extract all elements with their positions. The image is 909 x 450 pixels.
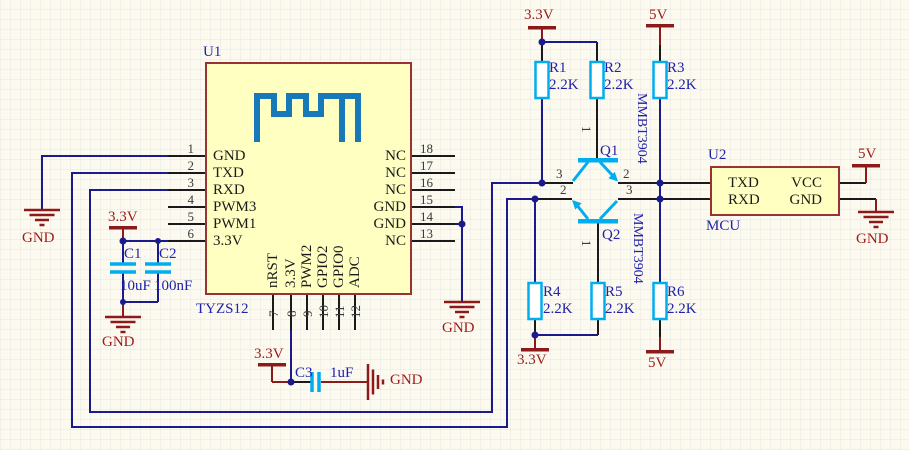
power-label-33v-c3: 3.3V <box>254 346 284 362</box>
u1-pin-name-nc17: NC <box>385 165 406 181</box>
u2-pin-name-vcc: VCC <box>791 175 822 191</box>
u1-pin-name-rxd: RXD <box>213 182 245 198</box>
q2-pin-number-left: 2 <box>560 182 567 197</box>
u1-pin-name-pwm2: PWM2 <box>299 244 315 288</box>
c1-designator: C1 <box>124 246 142 262</box>
c1-value: 10uF <box>120 278 151 294</box>
u1-pin-name-pwm3: PWM3 <box>213 199 257 215</box>
u1-pin-name-gnd14: GND <box>373 216 407 232</box>
u1-pin-number-7: 7 <box>266 310 281 318</box>
u1-part-number: TYZS12 <box>196 301 249 317</box>
gnd-label-u2: GND <box>856 231 889 247</box>
q1-pin-number-base: 1 <box>579 126 594 133</box>
u1-pin-number-14: 14 <box>420 209 433 224</box>
capacitor-plates <box>110 262 321 392</box>
q1-part-number: MMBT3904 <box>634 93 649 164</box>
u1-pin-name-gpio2: GPIO2 <box>315 245 331 288</box>
u1-pin-number-8: 8 <box>284 310 299 318</box>
gnd-label-c3: GND <box>390 372 423 388</box>
u1-pin-number-9: 9 <box>300 310 315 318</box>
power-label-5v-bottom: 5V <box>648 355 667 371</box>
power-label-33v-bottom: 3.3V <box>517 352 547 368</box>
u1-designator: U1 <box>203 44 222 60</box>
u1-pin-name-gnd15: GND <box>373 199 407 215</box>
q1-pin-number-left: 3 <box>556 166 563 181</box>
u1-pin-number-3: 3 <box>187 175 195 190</box>
u1-pin-number-4: 4 <box>187 192 195 207</box>
antenna-icon <box>254 93 361 142</box>
u1-pin-number-11: 11 <box>332 305 347 318</box>
r3-designator: R3 <box>667 60 685 76</box>
gnd-label-c1: GND <box>102 334 135 350</box>
u2-part-number: MCU <box>706 218 741 234</box>
gnd-label-left: GND <box>22 230 55 246</box>
u1-pin-number-6: 6 <box>187 226 195 241</box>
u2-pin-name-gnd: GND <box>789 192 823 208</box>
u1-pin-name-gnd: GND <box>213 148 246 164</box>
r2-designator: R2 <box>604 60 622 76</box>
pin-stubs <box>168 42 876 383</box>
power-label-5v-top: 5V <box>649 7 668 23</box>
u1-pin-name-nrst: nRST <box>265 252 281 288</box>
r3-value: 2.2K <box>667 77 697 93</box>
u1-pin-number-2: 2 <box>187 158 195 173</box>
u1-pin-number-18: 18 <box>420 141 433 156</box>
transistor-q1-symbol <box>571 158 618 182</box>
c3-value: 1uF <box>330 365 354 381</box>
c2-value: 100nF <box>154 278 193 294</box>
r6-designator: R6 <box>667 284 685 300</box>
q2-pin-number-right: 3 <box>626 182 633 197</box>
power-bar-symbols <box>109 24 880 367</box>
transistor-q2-symbol <box>572 199 619 224</box>
u1-pin-name-adc: ADC <box>347 256 363 288</box>
r1-value: 2.2K <box>549 77 579 93</box>
u2-pin-name-rxd: RXD <box>728 192 760 208</box>
q1-pin-number-right: 2 <box>623 166 630 181</box>
q2-part-number: MMBT3904 <box>630 213 645 284</box>
u1-pin-number-10: 10 <box>316 305 331 318</box>
u1-pin-number-1: 1 <box>187 141 195 156</box>
r5-designator: R5 <box>605 284 623 300</box>
gnd-label-u1: GND <box>442 320 475 336</box>
r2-value: 2.2K <box>604 77 634 93</box>
c2-designator: C2 <box>159 246 177 262</box>
u2-designator: U2 <box>708 147 727 163</box>
q2-designator: Q2 <box>602 227 621 243</box>
u1-pin-name-33v: 3.3V <box>213 233 243 249</box>
u1-pin-number-16: 16 <box>420 175 433 190</box>
q1-designator: Q1 <box>600 143 619 159</box>
u1-pin-number-12: 12 <box>348 305 363 318</box>
u1-pin-number-5: 5 <box>187 209 195 224</box>
c3-designator: C3 <box>295 365 313 381</box>
r1-designator: R1 <box>549 60 567 76</box>
junction-dots <box>119 38 664 386</box>
u1-pin-name-nc13: NC <box>385 233 406 249</box>
u1-pin-name-nc18: NC <box>385 148 406 164</box>
u2-pin-name-txd: TXD <box>728 175 759 191</box>
power-label-33v-top: 3.3V <box>524 7 554 23</box>
u2-ic-body <box>710 166 840 216</box>
r6-value: 2.2K <box>667 301 697 317</box>
q2-pin-number-base: 1 <box>579 240 594 247</box>
u1-pin-name-gpio0: GPIO0 <box>331 245 347 288</box>
gnd-symbols <box>24 208 894 400</box>
u1-pin-name-txd: TXD <box>213 165 244 181</box>
u1-pin-number-13: 13 <box>420 226 433 241</box>
r4-value: 2.2K <box>543 301 573 317</box>
u1-pin-name-nc16: NC <box>385 182 406 198</box>
u1-pin-name-pwm1: PWM1 <box>213 216 257 232</box>
u1-pin-name-33v-bottom: 3.3V <box>283 258 299 288</box>
power-label-5v-u2: 5V <box>858 146 877 162</box>
r4-designator: R4 <box>543 284 561 300</box>
u1-pin-number-15: 15 <box>420 192 433 207</box>
power-label-33v-c1: 3.3V <box>108 209 138 225</box>
resistor-bodies <box>527 60 668 321</box>
u1-pin-number-17: 17 <box>420 158 433 173</box>
r5-value: 2.2K <box>605 301 635 317</box>
